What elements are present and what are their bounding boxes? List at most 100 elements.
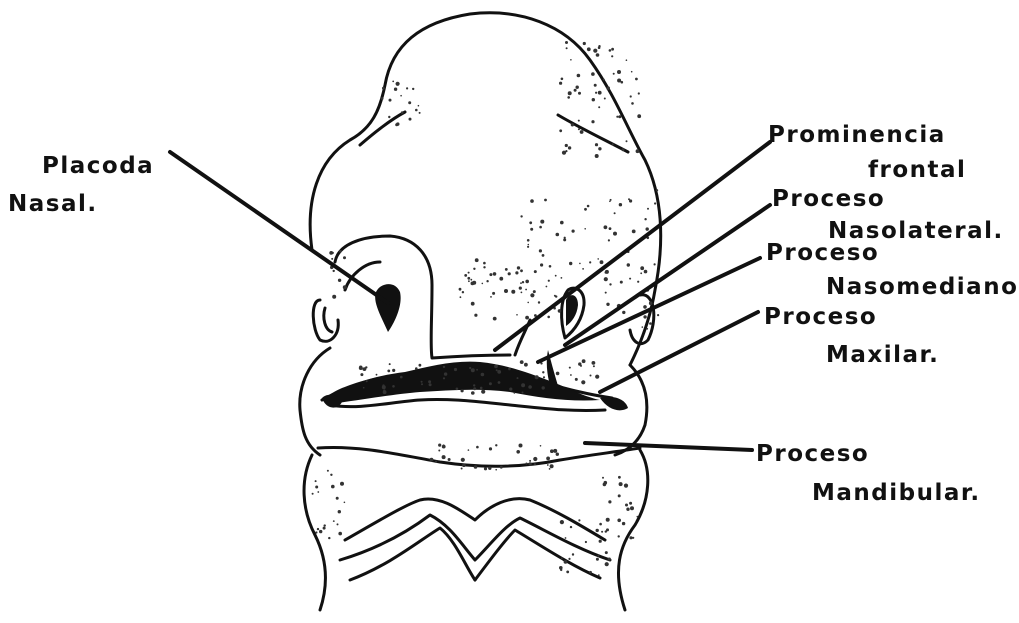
stipple-dot [620, 281, 623, 284]
left-ear-inner [324, 308, 332, 332]
stipple-dot [559, 129, 562, 132]
stipple-dot [497, 370, 501, 374]
stipple-dot [490, 296, 492, 298]
stipple-dot [392, 385, 395, 388]
stipple-dot [514, 392, 516, 394]
stipple-dot [569, 262, 572, 265]
stipple-dot [565, 41, 568, 44]
stipple-dot [343, 285, 347, 289]
stipple-dot [471, 391, 475, 395]
stomodeum-lower [330, 399, 605, 410]
stipple-dot [489, 273, 492, 276]
stipple-dot [511, 290, 515, 294]
stipple-dot [595, 143, 598, 146]
stipple-dot [626, 140, 628, 142]
stipple-dot [534, 463, 536, 465]
stipple-dot [593, 49, 597, 53]
stipple-dot [555, 275, 557, 277]
stipple-dot [585, 541, 587, 543]
stipple-dot [412, 88, 414, 90]
stipple-dot [517, 266, 520, 269]
stipple-dot [540, 263, 543, 266]
stipple-dot [598, 574, 600, 576]
stipple-dot [599, 523, 602, 526]
stipple-dot [637, 114, 641, 118]
stipple-dot [629, 278, 631, 280]
stipple-dot [578, 519, 580, 521]
stipple-dot [570, 374, 572, 376]
stipple-dot [590, 375, 592, 377]
stipple-dot [561, 277, 563, 279]
stipple-dot [499, 277, 503, 281]
stipple-dot [581, 380, 585, 384]
stipple-dot [343, 256, 346, 259]
stipple-dot [527, 302, 529, 304]
stipple-dot [553, 449, 557, 453]
stipple-dot [409, 118, 412, 121]
stipple-dot [605, 292, 607, 294]
stipple-dot [598, 91, 602, 95]
stipple-dot [622, 148, 625, 151]
left-nasal-pit [375, 284, 401, 332]
stipple-dot [625, 504, 628, 507]
stipple-dot [546, 457, 550, 461]
stipple-dot [462, 291, 464, 293]
stipple-dot [521, 383, 525, 387]
label-nasomediano-line1: Proceso [766, 242, 879, 265]
stipple-dot [539, 226, 542, 229]
stipple-dot [578, 92, 581, 95]
stipple-dot [444, 372, 447, 375]
stipple-dot [454, 368, 457, 371]
stipple-dot [492, 292, 495, 295]
stipple-dot [584, 228, 586, 230]
stipple-dot [542, 371, 544, 373]
stipple-dot [520, 269, 523, 272]
stipple-dot [582, 268, 584, 270]
stipple-dot [596, 558, 599, 561]
stipple-dot [570, 59, 572, 61]
stipple-dot [556, 453, 559, 456]
stipple-dot [611, 48, 614, 51]
stipple-dot [622, 522, 625, 525]
stipple-dot [419, 112, 421, 114]
stipple-dot [488, 467, 491, 470]
stipple-dot [474, 314, 477, 317]
stipple-dot [473, 387, 476, 390]
stipple-dot [363, 367, 367, 371]
stipple-dot [462, 463, 466, 467]
stipple-dot [461, 389, 464, 392]
stipple-dot [646, 227, 649, 230]
left-nasal-field [335, 236, 510, 358]
stipple-dot [605, 562, 609, 566]
stipple-dot [493, 317, 497, 321]
stipple-dot [525, 280, 529, 284]
stipple-dot [516, 314, 518, 316]
stipple-dot [591, 72, 595, 76]
leader-placoda [170, 152, 388, 303]
stipple-dot [473, 268, 475, 270]
stipple-dot [619, 203, 622, 206]
stipple-dot [598, 147, 601, 150]
stipple-dot [593, 365, 595, 367]
stipple-dot [632, 230, 636, 234]
stipple-dot [619, 482, 623, 486]
stipple-dot [504, 289, 508, 293]
stipple-dot [418, 105, 420, 107]
stipple-dot [618, 494, 621, 497]
stipple-dot [530, 199, 534, 203]
stipple-dot [415, 109, 418, 112]
stipple-dot [558, 309, 562, 313]
stipple-dot [624, 484, 628, 488]
stipple-dot [415, 367, 418, 370]
stipple-dot [567, 96, 570, 99]
stipple-dot [569, 367, 571, 369]
stipple-dot [565, 144, 568, 147]
stipple-dot [560, 569, 562, 571]
stipple-dot [627, 263, 630, 266]
stipple-dot [528, 462, 531, 465]
stipple-dot [548, 280, 550, 282]
stipple-dot [530, 228, 533, 231]
stipple-dot [575, 378, 578, 381]
stipple-dot [461, 458, 465, 462]
stipple-dot [611, 55, 613, 57]
